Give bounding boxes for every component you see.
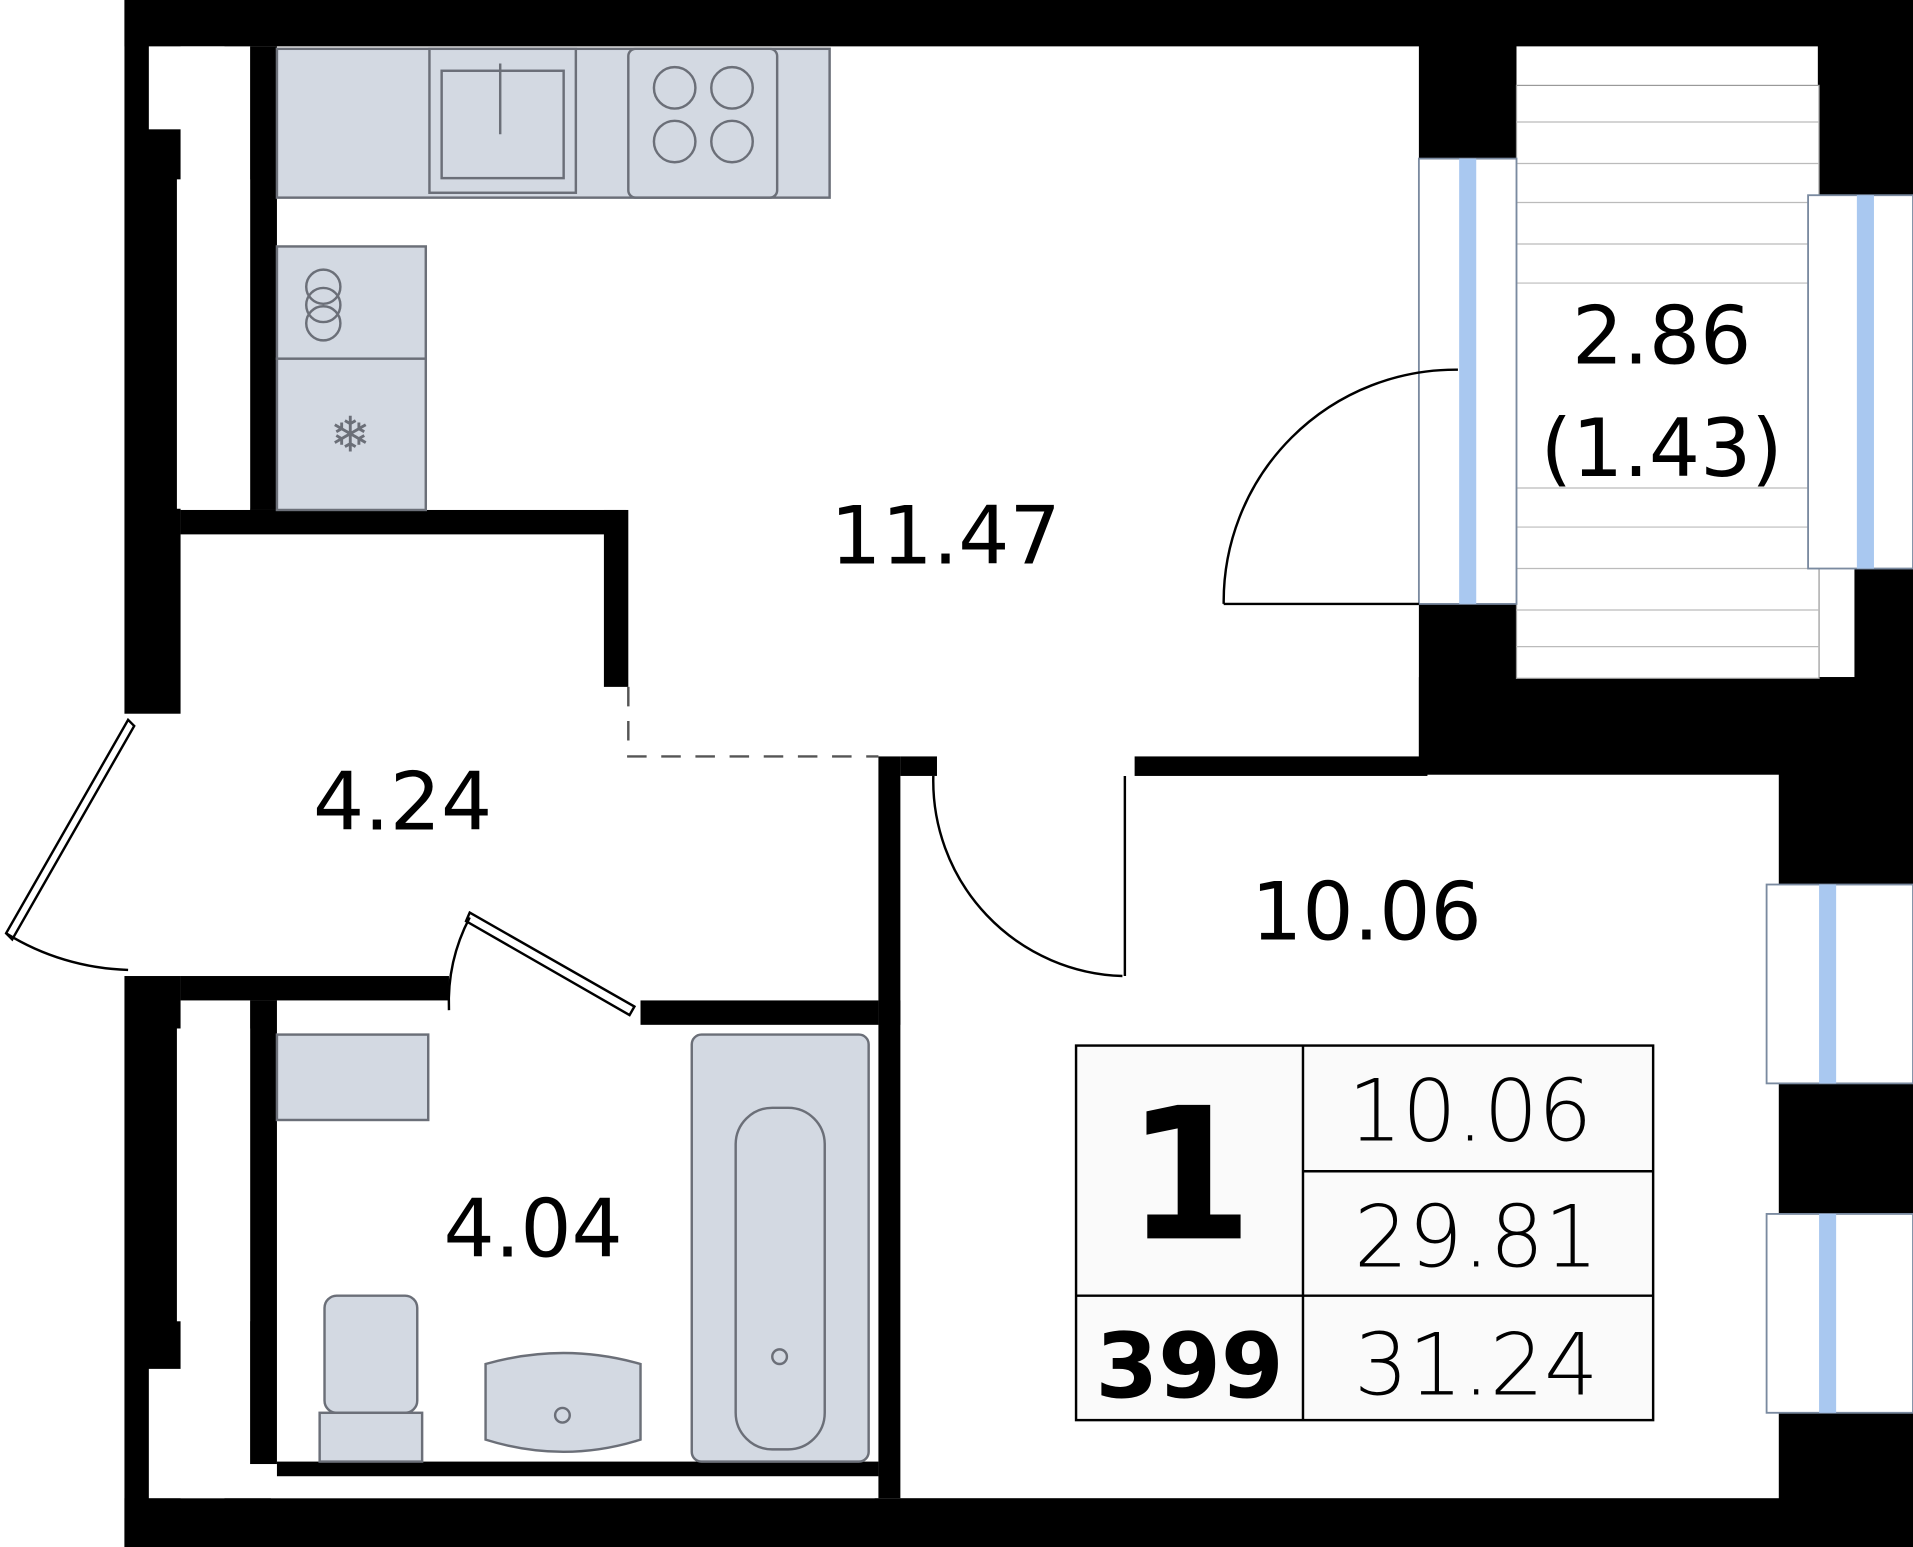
apartment-number: 399 bbox=[1095, 1314, 1283, 1419]
room-area-balcony-reduced: (1.43) bbox=[1541, 401, 1783, 495]
rooms-count: 1 bbox=[1126, 1069, 1253, 1282]
bathroom-fixtures bbox=[275, 1033, 870, 1463]
windows bbox=[1417, 157, 1913, 1414]
room-area-bathroom: 4.04 bbox=[444, 1182, 623, 1276]
snowflake-icon: ❄ bbox=[330, 408, 371, 462]
kitchen-fixtures: ❄ bbox=[275, 47, 831, 512]
total-area: 31.24 bbox=[1354, 1316, 1598, 1415]
summary-table: 1 399 10.06 29.81 31.24 bbox=[1074, 1044, 1655, 1422]
balcony bbox=[1515, 84, 1820, 679]
room-area-bedroom: 10.06 bbox=[1251, 864, 1482, 958]
area-without-balcony: 29.81 bbox=[1354, 1188, 1598, 1287]
doors bbox=[4, 368, 1458, 1017]
living-area: 10.06 bbox=[1348, 1063, 1592, 1162]
room-area-balcony: 2.86 bbox=[1572, 289, 1751, 383]
room-area-kitchen-living: 11.47 bbox=[830, 489, 1061, 583]
room-area-hallway: 4.24 bbox=[313, 755, 492, 849]
